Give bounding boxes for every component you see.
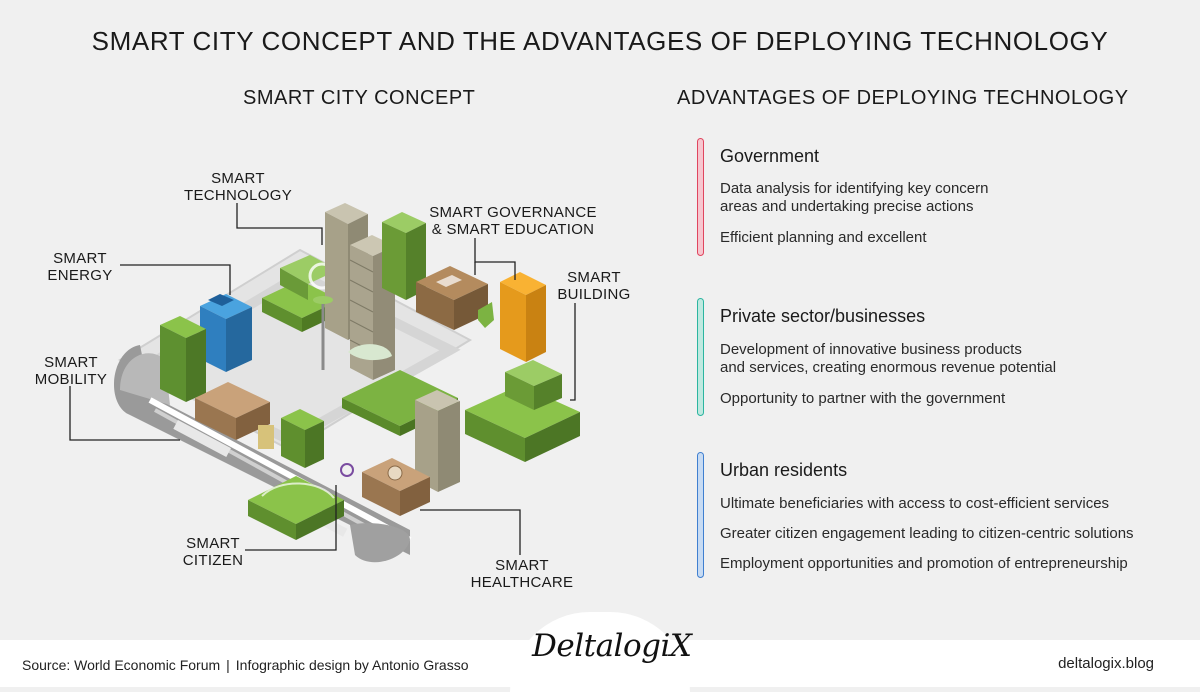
urban-residents-item-3: Employment opportunities and promotion o… [720, 555, 1128, 572]
advantage-government: Government Data analysis for identifying… [697, 138, 1177, 258]
government-accent-bar [697, 138, 704, 256]
advantages-section-title: ADVANTAGES OF DEPLOYING TECHNOLOGY [677, 87, 1129, 109]
urban-residents-item-2: Greater citizen engagement leading to ci… [720, 525, 1134, 542]
urban-residents-accent-bar [697, 452, 704, 578]
private-sector-accent-bar [697, 298, 704, 416]
concept-section-title: SMART CITY CONCEPT [243, 87, 476, 109]
advantage-private-sector: Private sector/businesses Development of… [697, 298, 1177, 418]
callout-smart-governance: SMART GOVERNANCE & SMART EDUCATION [429, 204, 597, 238]
callout-smart-technology: SMART TECHNOLOGY [183, 170, 292, 204]
private-sector-item-1: Development of innovative business produ… [720, 341, 1057, 376]
callout-smart-citizen: SMART CITIZEN [182, 535, 244, 569]
website-link[interactable]: deltalogix.blog [1058, 655, 1154, 672]
government-item-2: Efficient planning and excellent [720, 229, 927, 246]
urban-residents-item-1: Ultimate beneficiaries with access to co… [720, 495, 1110, 512]
callout-smart-mobility: SMART MOBILITY [34, 354, 108, 388]
deltalogix-logo: DeltalogiX [532, 628, 692, 664]
advantage-urban-residents: Urban residents Ultimate beneficiaries w… [697, 452, 1187, 578]
source-text: Source: World Economic Forum [22, 657, 221, 673]
callout-smart-healthcare: SMART HEALTHCARE [470, 557, 574, 591]
government-item-1: Data analysis for identifying key concer… [720, 180, 989, 215]
private-sector-item-2: Opportunity to partner with the governme… [720, 390, 1006, 407]
government-heading: Government [720, 146, 820, 166]
footer-credits: Source: World Economic Forum | Infographic… [22, 657, 468, 673]
private-sector-heading: Private sector/businesses [720, 306, 926, 326]
separator: | [226, 657, 230, 673]
callout-smart-building: SMART BUILDING [557, 269, 631, 303]
page-title: SMART CITY CONCEPT AND THE ADVANTAGES OF… [91, 26, 1109, 56]
design-credit: Infographic design by Antonio Grasso [235, 657, 469, 673]
callout-smart-energy: SMART ENERGY [47, 250, 113, 284]
urban-residents-heading: Urban residents [720, 460, 848, 480]
smart-city-illustration [69, 203, 580, 563]
